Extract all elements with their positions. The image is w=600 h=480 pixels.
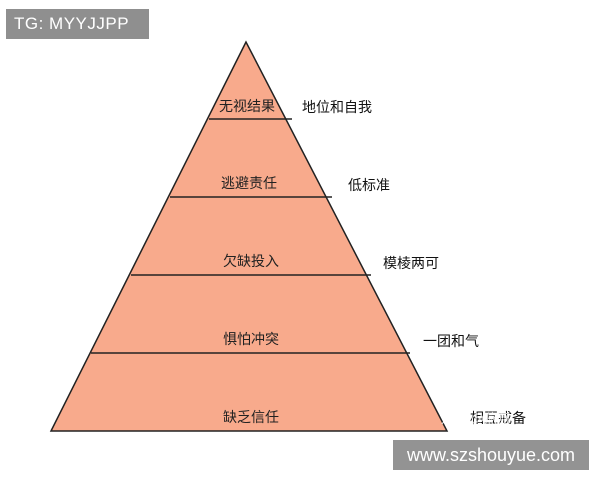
side-label-3: 模棱两可 [383,256,439,272]
side-label-4: 一团和气 [423,334,479,350]
tg-tag: TG: MYYJJPP [6,9,149,39]
side-label-2: 低标准 [348,178,390,194]
side-label-1: 地位和自我 [302,100,372,116]
level-label-1: 无视结果 [219,99,275,115]
level-label-2: 逃避责任 [221,176,277,192]
watermark-text: 知乎 @燕燕 [441,411,510,427]
level-label-4: 惧怕冲突 [223,332,279,348]
pyramid-shape [49,40,449,432]
level-label-3: 欠缺投入 [223,254,279,270]
source-url-banner: www.szshouyue.com [393,440,589,470]
level-label-5: 缺乏信任 [223,410,279,426]
side-label-5: 相互戒备 [470,410,526,427]
